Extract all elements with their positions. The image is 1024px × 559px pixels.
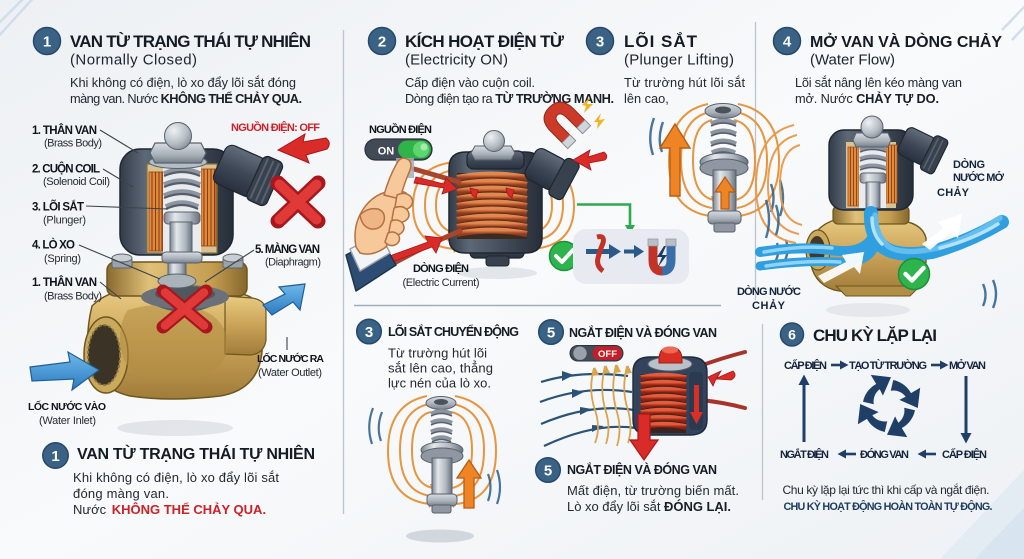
svg-text:(Electric Current): (Electric Current) <box>403 277 480 289</box>
svg-text:(Electricity ON): (Electricity ON) <box>405 52 508 69</box>
svg-text:DÒNG NƯỚC: DÒNG NƯỚC <box>737 285 801 298</box>
svg-text:LỐC NƯỚC RA: LỐC NƯỚC RA <box>257 351 324 365</box>
svg-text:Lò xo đẩy lõi sắt ĐÓNG LẠI.: Lò xo đẩy lõi sắt ĐÓNG LẠI. <box>567 499 731 514</box>
svg-text:Dòng điện tạo ra TỪ TRƯỜNG MẠN: Dòng điện tạo ra TỪ TRƯỜNG MẠNH. <box>405 91 614 106</box>
svg-text:NGẮT ĐIỆN: NGẮT ĐIỆN <box>780 448 829 461</box>
svg-text:ON: ON <box>378 146 395 158</box>
svg-text:Cấp điện vào cuộn coil.: Cấp điện vào cuộn coil. <box>405 75 535 90</box>
svg-text:CHẢY: CHẢY <box>752 299 786 312</box>
svg-text:1. THÂN VAN: 1. THÂN VAN <box>32 276 97 289</box>
svg-text:LỐC NƯỚC VÀO: LỐC NƯỚC VÀO <box>28 399 106 413</box>
svg-text:CẤP ĐIỆN: CẤP ĐIỆN <box>942 448 987 461</box>
svg-text:6: 6 <box>788 327 796 343</box>
svg-text:(Spring): (Spring) <box>44 253 81 265</box>
svg-text:ĐÓNG VAN: ĐÓNG VAN <box>860 448 909 461</box>
svg-text:LÕI SẮT: LÕI SẮT <box>624 31 698 51</box>
svg-text:Lõi sắt nâng lên kéo màng van: Lõi sắt nâng lên kéo màng van <box>795 75 962 90</box>
svg-text:(Brass Body): (Brass Body) <box>44 138 102 150</box>
svg-text:NGẮT ĐIỆN VÀ ĐÓNG VAN: NGẮT ĐIỆN VÀ ĐÓNG VAN <box>569 325 717 340</box>
svg-text:(Plunger): (Plunger) <box>43 215 86 227</box>
svg-text:3. LÕI SẮT: 3. LÕI SẮT <box>32 201 84 214</box>
svg-text:màng van. Nước KHÔNG THỂ CHẢY: màng van. Nước KHÔNG THỂ CHẢY QUA. <box>70 91 302 106</box>
svg-text:CẤP ĐIỆN: CẤP ĐIỆN <box>784 359 827 372</box>
svg-text:2. CUỘN COIL: 2. CUỘN COIL <box>32 163 100 176</box>
svg-text:CHU KỲ LẶP LẠI: CHU KỲ LẶP LẠI <box>813 326 937 345</box>
svg-text:Từ trường hút lõi: Từ trường hút lõi <box>388 346 487 361</box>
svg-text:MỞ VAN: MỞ VAN <box>949 359 986 372</box>
svg-text:1. THÂN VAN: 1. THÂN VAN <box>32 124 97 137</box>
svg-text:Nước KHÔNG THỂ CHẢY QUA.: Nước KHÔNG THỂ CHẢY QUA. <box>73 502 266 517</box>
svg-text:1: 1 <box>51 448 59 465</box>
svg-text:DÒNG ĐIỆN: DÒNG ĐIỆN <box>413 262 469 275</box>
svg-text:MỞ VAN VÀ DÒNG CHẢY: MỞ VAN VÀ DÒNG CHẢY <box>810 32 1002 51</box>
svg-text:Khi không có điện, lò xo đẩy l: Khi không có điện, lò xo đẩy lõi sắt <box>73 470 279 485</box>
svg-text:KÍCH HOẠT ĐIỆN TỪ: KÍCH HOẠT ĐIỆN TỪ <box>405 32 565 51</box>
svg-text:NGUỒN ĐIỆN: NGUỒN ĐIỆN <box>369 123 432 136</box>
svg-text:(Water Outlet): (Water Outlet) <box>258 367 322 379</box>
svg-text:5. MÀNG VAN: 5. MÀNG VAN <box>255 243 320 256</box>
svg-text:mở. Nước CHẢY TỰ DO.: mở. Nước CHẢY TỰ DO. <box>795 91 939 106</box>
svg-text:VAN TỪ TRẠNG THÁI TỰ NHIÊN: VAN TỪ TRẠNG THÁI TỰ NHIÊN <box>77 444 315 463</box>
svg-text:CHẢY: CHẢY <box>937 186 970 199</box>
svg-text:2: 2 <box>378 34 386 51</box>
svg-text:Mất điện, từ trường biến mất.: Mất điện, từ trường biến mất. <box>567 483 739 498</box>
svg-text:TẠO TỪ TRƯỜNG: TẠO TỪ TRƯỜNG <box>849 359 927 372</box>
svg-text:(Plunger Lifting): (Plunger Lifting) <box>624 52 734 69</box>
svg-text:4. LÒ XO: 4. LÒ XO <box>32 239 75 252</box>
svg-text:Chu kỳ lặp lại tức thì khi cấp: Chu kỳ lặp lại tức thì khi cấp và ngắt đ… <box>783 482 990 497</box>
svg-text:lực nén của lò xo.: lực nén của lò xo. <box>388 376 491 391</box>
svg-text:(Diaphragm): (Diaphragm) <box>265 257 321 269</box>
svg-text:CHU KỲ HOẠT ĐỘNG HOÀN TOÀN TỰ: CHU KỲ HOẠT ĐỘNG HOÀN TOÀN TỰ ĐỘNG. <box>784 500 993 513</box>
svg-text:(Solenoid Coil): (Solenoid Coil) <box>43 176 110 188</box>
svg-text:OFF: OFF <box>598 349 617 360</box>
svg-text:lên cao,: lên cao, <box>624 91 669 106</box>
svg-text:DÒNG: DÒNG <box>953 158 985 171</box>
svg-text:NGẮT ĐIỆN VÀ ĐÓNG VAN: NGẮT ĐIỆN VÀ ĐÓNG VAN <box>567 462 717 477</box>
svg-text:5: 5 <box>544 463 552 480</box>
svg-text:LÕI SẮT CHUYỂN ĐỘNG: LÕI SẮT CHUYỂN ĐỘNG <box>388 324 519 339</box>
svg-text:sắt lên cao, thẳng: sắt lên cao, thẳng <box>388 361 493 376</box>
svg-text:NGUỒN ĐIỆN: OFF: NGUỒN ĐIỆN: OFF <box>231 121 320 134</box>
svg-text:4: 4 <box>783 34 792 51</box>
svg-text:(Water Inlet): (Water Inlet) <box>39 415 96 427</box>
svg-text:(Brass Body): (Brass Body) <box>44 291 102 303</box>
svg-text:1: 1 <box>43 34 51 51</box>
svg-text:VAN TỪ TRẠNG THÁI TỰ NHIÊN: VAN TỪ TRẠNG THÁI TỰ NHIÊN <box>70 32 311 51</box>
svg-text:(Water Flow): (Water Flow) <box>810 52 895 69</box>
svg-text:(Normally Closed): (Normally Closed) <box>70 52 197 69</box>
svg-text:Từ trường hút lõi sắt: Từ trường hút lõi sắt <box>624 75 745 90</box>
svg-text:3: 3 <box>365 324 373 341</box>
svg-text:3: 3 <box>596 34 604 51</box>
svg-text:NƯỚC MỞ: NƯỚC MỞ <box>953 171 1005 184</box>
svg-text:Khi không có điện, lò xo đẩy l: Khi không có điện, lò xo đẩy lõi sắt đón… <box>70 75 296 90</box>
svg-text:đóng màng van.: đóng màng van. <box>73 486 169 501</box>
svg-text:5: 5 <box>547 325 555 342</box>
